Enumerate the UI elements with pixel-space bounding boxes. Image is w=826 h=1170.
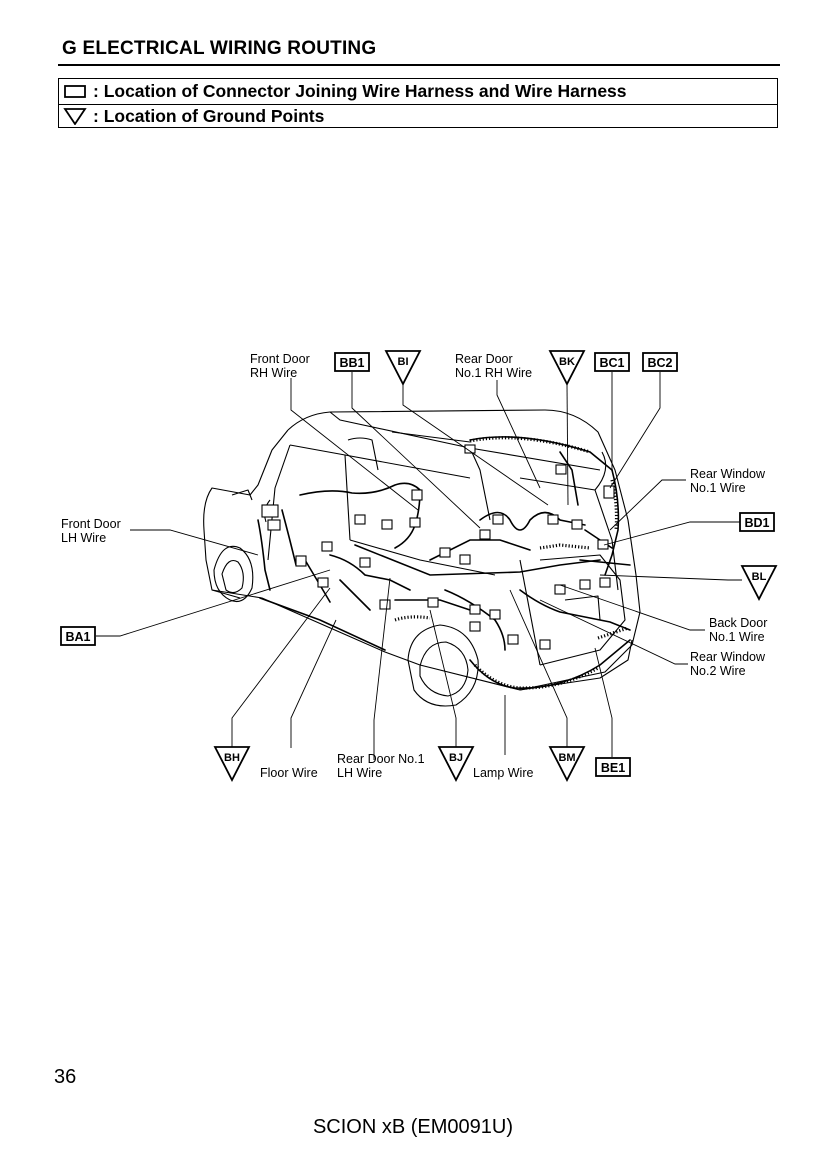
legend-divider: [59, 104, 777, 105]
leader-lines: [96, 372, 742, 760]
page-title: G ELECTRICAL WIRING ROUTING: [62, 38, 377, 59]
label-back-door-no1-line2: No.1 Wire: [709, 630, 765, 644]
legend-row-ground: : Location of Ground Points: [63, 104, 324, 128]
connector-codes: BB1 BC1 BC2 BD1 BA1 BE1: [60, 352, 775, 777]
connector-code-bd1: BD1: [739, 512, 775, 532]
ground-point-bm-icon: BM: [548, 746, 586, 782]
legend-connector-text: : Location of Connector Joining Wire Har…: [93, 80, 627, 101]
label-rear-door-lh-line2: LH Wire: [337, 766, 382, 780]
svg-text:BE1: BE1: [601, 761, 625, 775]
connector-box-icon: [64, 85, 86, 98]
svg-text:BK: BK: [559, 356, 575, 368]
label-lamp-wire: Lamp Wire: [473, 766, 533, 780]
ground-point-bi-icon: BI: [384, 350, 422, 386]
page-number: 36: [54, 1066, 77, 1088]
connector-code-bc1: BC1: [594, 352, 630, 372]
label-front-door-rh-line1: Front Door: [250, 352, 310, 366]
label-front-door-lh-line1: Front Door: [61, 517, 121, 531]
legend-row-connector: : Location of Connector Joining Wire Har…: [63, 79, 627, 103]
ground-point-bl-icon: BL: [740, 565, 778, 601]
connector-code-bc2: BC2: [642, 352, 678, 372]
svg-text:BC1: BC1: [599, 356, 624, 370]
ground-point-bk-icon: BK: [548, 350, 586, 386]
svg-text:BC2: BC2: [647, 356, 672, 370]
svg-text:BM: BM: [558, 752, 575, 764]
connector-code-bb1: BB1: [334, 352, 370, 372]
label-rear-window-no1-line1: Rear Window: [690, 467, 766, 481]
wire-harness: [257, 436, 631, 689]
svg-text:BB1: BB1: [339, 356, 364, 370]
label-front-door-rh-line2: RH Wire: [250, 366, 297, 380]
svg-text:BI: BI: [398, 356, 409, 368]
label-rear-door-rh-line2: No.1 RH Wire: [455, 366, 532, 380]
svg-text:BA1: BA1: [65, 630, 90, 644]
ground-triangle-icon: [63, 108, 87, 125]
connector-code-be1: BE1: [595, 757, 631, 777]
wire-labels: Front Door RH Wire Rear Door No.1 RH Wir…: [61, 352, 767, 780]
harness-connectors: [261, 444, 615, 650]
label-rear-window-no2-line1: Rear Window: [690, 650, 766, 664]
label-rear-door-lh-line1: Rear Door No.1: [337, 752, 425, 766]
svg-text:BH: BH: [224, 752, 240, 764]
label-floor-wire: Floor Wire: [260, 766, 318, 780]
ground-point-bh-icon: BH: [213, 746, 251, 782]
label-rear-window-no2-line2: No.2 Wire: [690, 664, 746, 678]
ground-points: BI BK BL BH BJ BM: [213, 350, 778, 782]
legend-box: : Location of Connector Joining Wire Har…: [58, 78, 778, 128]
legend-ground-text: : Location of Ground Points: [93, 105, 325, 126]
svg-text:BJ: BJ: [449, 752, 463, 764]
label-front-door-lh-line2: LH Wire: [61, 531, 106, 545]
connector-code-ba1: BA1: [60, 626, 96, 646]
footer-document-id: SCION xB (EM0091U): [312, 1116, 514, 1138]
wire-harness-ribbed: [394, 436, 629, 690]
label-back-door-no1-line1: Back Door: [709, 616, 767, 630]
title-divider: [58, 64, 780, 66]
ground-point-bj-icon: BJ: [437, 746, 475, 782]
svg-text:BD1: BD1: [744, 516, 769, 530]
svg-text:BL: BL: [752, 571, 767, 583]
vehicle-outline: [203, 409, 641, 707]
label-rear-window-no1-line2: No.1 Wire: [690, 481, 746, 495]
label-rear-door-rh-line1: Rear Door: [455, 352, 513, 366]
